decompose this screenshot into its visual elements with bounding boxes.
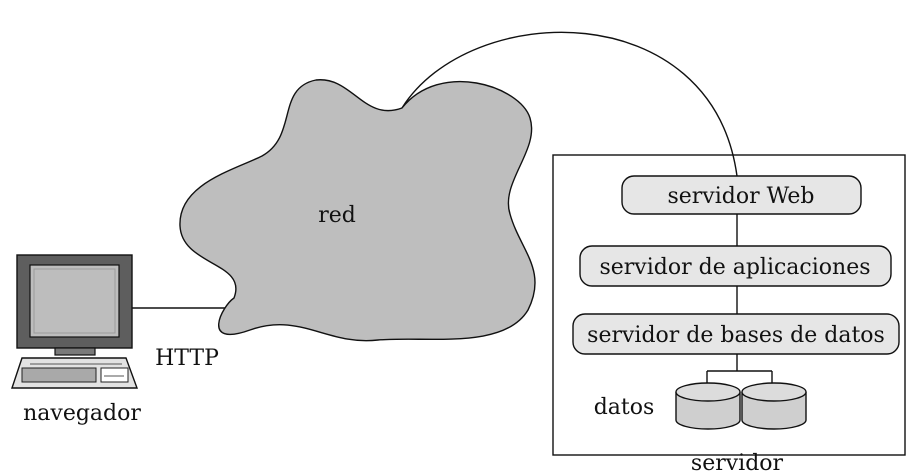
server-boundary bbox=[552, 154, 906, 456]
database-server-box bbox=[572, 313, 900, 355]
monitor-screen bbox=[29, 264, 120, 338]
disk-drive-slot-icon bbox=[100, 367, 129, 383]
cloud-shape bbox=[179, 79, 536, 342]
monitor-stand bbox=[54, 347, 96, 356]
client-computer: navegador bbox=[11, 254, 141, 426]
network-cloud: red bbox=[179, 79, 536, 342]
cloud-label: red bbox=[318, 203, 356, 228]
server-node: servidor servidor Web servidor de aplica… bbox=[552, 154, 906, 475]
web-server-label: servidor Web bbox=[667, 184, 814, 209]
keyboard-icon bbox=[21, 367, 97, 383]
storage-label: datos bbox=[594, 395, 655, 420]
application-server-label: servidor de aplicaciones bbox=[599, 255, 870, 280]
server-label: servidor bbox=[691, 451, 784, 475]
web-server-box bbox=[621, 175, 862, 215]
database-disk-icon bbox=[675, 382, 741, 430]
cloud-to-server-arc bbox=[401, 31, 738, 177]
client-label: navegador bbox=[23, 401, 141, 426]
database-server-label: servidor de bases de datos bbox=[587, 323, 885, 348]
database-disk-icon bbox=[741, 382, 807, 430]
protocol-label: HTTP bbox=[155, 346, 219, 371]
application-server-box bbox=[579, 245, 892, 287]
